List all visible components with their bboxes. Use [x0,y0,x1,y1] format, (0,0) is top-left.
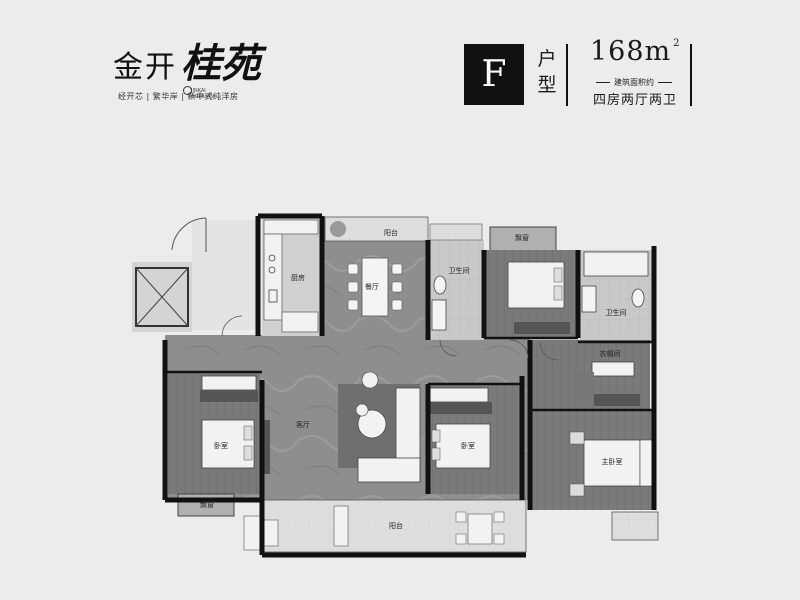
kitchen-counter-left [263,233,283,321]
kitchen-counter-bottom [281,311,319,333]
label-balcony-bottom: 阳台 [389,522,403,530]
middle-bedroom-bed [435,423,491,469]
stove-icon [268,254,276,262]
unit-type-letter: F [481,54,507,95]
balcony-table [467,513,493,545]
toilet-icon [433,275,447,295]
label-living: 客厅 [296,421,310,429]
label-master-bedroom: 主卧室 [601,458,623,466]
unit-type-word: 户型 [537,48,557,96]
elevator-icon [135,267,189,327]
master-bed [583,439,641,487]
brand-name-english: JINKAI GUIYUAN [191,88,214,100]
top-bay-window [489,226,557,252]
walls [162,213,657,558]
entry-hall [192,220,258,330]
unit-layout: 四房两厅两卫 [592,93,677,108]
unit-area-value: 168m [590,36,672,67]
brand-logo: 金开 桂苑 JINKAI GUIYUAN [113,40,261,101]
brand-name-part2: 桂苑 [181,40,261,87]
top-bedroom-wardrobe [514,322,570,334]
brand-seal-icon [183,86,192,95]
toilet-2-icon [631,288,645,308]
label-kitchen: 厨房 [291,274,305,282]
dining-table [361,257,389,317]
label-bathroom-2: 卫生间 [605,309,627,317]
label-bay-window-top: 飘窗 [515,234,529,242]
label-bedroom-middle: 卧室 [461,442,475,450]
plant-icon [330,221,346,237]
unit-area-superscript: 2 [673,38,681,49]
label-closet: 衣帽间 [599,350,621,358]
vanity-icon [431,299,447,331]
label-bathroom-1: 卫生间 [448,267,470,275]
divider-left [566,44,568,106]
kitchen-counter-top [263,219,319,235]
ac-platform [611,511,659,541]
bathtub-icon [583,251,649,277]
divider-right [690,44,692,106]
left-bedroom-wardrobe [200,390,258,402]
tv-cabinet [262,420,270,474]
label-bay-window-bottom: 飘窗 [200,501,214,509]
label-bedroom-left: 卧室 [214,442,228,450]
unit-area-label-text: 建筑面积约 [614,78,654,87]
label-balcony-top: 阳台 [384,229,398,237]
brand-name-part1: 金开 [113,50,177,85]
coffee-table [357,409,387,439]
label-dining: 餐厅 [365,283,379,291]
middle-bedroom-wardrobe [430,402,492,414]
brand-tagline: 经开芯 | 繁华岸 | 新中式纯洋房 [118,92,239,101]
unit-type-badge: F [464,44,524,105]
entry-door-icon [171,217,207,251]
sink-icon [268,289,278,303]
unit-area-label: 建筑面积约 [584,77,684,88]
armchair [361,371,379,389]
label-bedroom-top: 卧室 [533,285,547,293]
